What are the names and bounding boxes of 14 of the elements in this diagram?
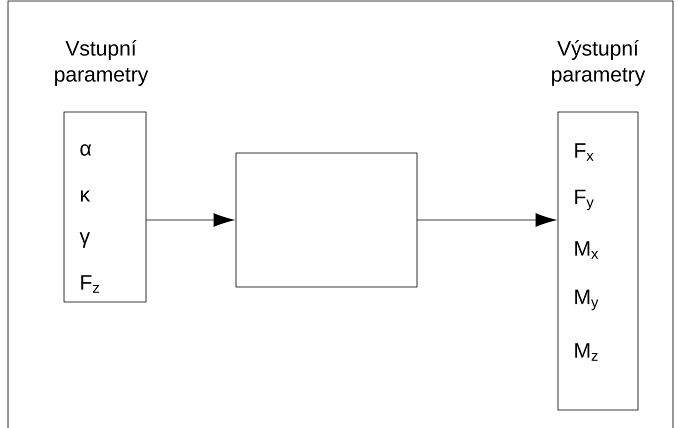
box-heading: Vstupní parametry <box>55 40 148 86</box>
parameter-symbol: M$_{x}$ <box>575 241 598 259</box>
box-heading: Výstupní parametry <box>552 40 646 86</box>
parameter-symbol: M$_{z}$ <box>575 343 598 361</box>
parameter-symbol: γ <box>80 232 90 248</box>
parameter-symbol: M$_{y}$ <box>575 290 598 310</box>
parameter-symbol: κ <box>80 190 90 202</box>
arrow <box>146 213 234 227</box>
arrow <box>417 213 556 227</box>
process-box <box>236 152 418 288</box>
parameter-symbol: F$_{y}$ <box>575 190 594 210</box>
parameter-symbol: F$_{z}$ <box>81 275 99 293</box>
parameter-symbol: α <box>80 144 92 156</box>
parameter-symbol: F$_{x}$ <box>575 143 594 161</box>
